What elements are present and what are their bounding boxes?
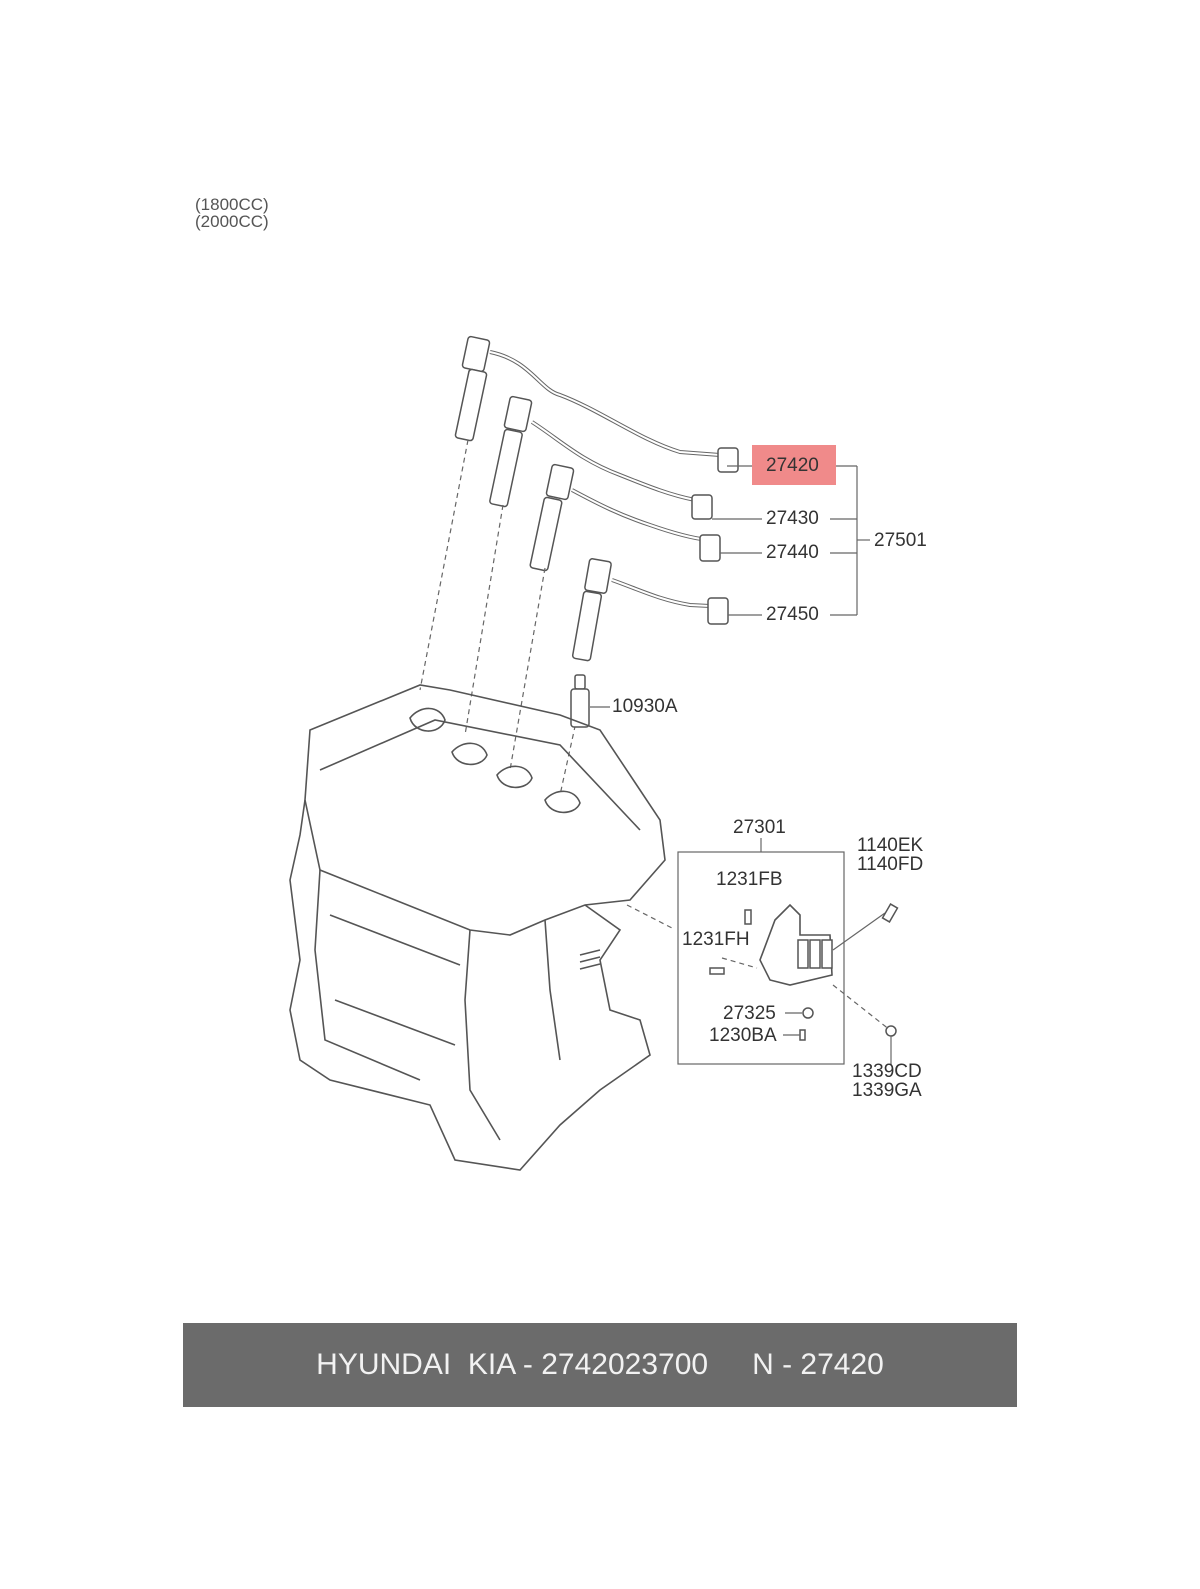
- coil-assembly: [626, 838, 899, 1065]
- banner-ref-number: N - 27420: [752, 1348, 884, 1381]
- callout-1231FH: 1231FH: [682, 929, 750, 950]
- callout-1339CD: 1339CD: [852, 1061, 922, 1082]
- spark-plug: [570, 674, 610, 728]
- bracket-27501: [712, 465, 870, 616]
- callout-27325: 27325: [723, 1003, 776, 1024]
- callout-1140EK: 1140EK: [857, 835, 924, 856]
- callout-27450: 27450: [766, 604, 819, 625]
- ignition-cable-1: [454, 335, 739, 473]
- callout-27440: 27440: [766, 542, 819, 563]
- callout-1140FD: 1140FD: [857, 854, 924, 875]
- engine-variant-2000: (2000CC): [195, 212, 269, 231]
- ignition-cable-2: [489, 395, 713, 520]
- engine-block: [289, 684, 666, 1171]
- callout-1339GA: 1339GA: [852, 1080, 922, 1101]
- engine-variant-list: (1800CC) (2000CC): [195, 196, 269, 230]
- ignition-cable-4: [571, 558, 729, 662]
- banner-brand-part: HYUNDAI KIA - 2742023700: [316, 1348, 709, 1381]
- ignition-cable-3: [529, 463, 721, 572]
- callout-27301: 27301: [733, 817, 786, 838]
- part-number-banner: HYUNDAI KIA - 2742023700 N - 27420: [183, 1323, 1017, 1407]
- callout-1231FB: 1231FB: [716, 869, 783, 890]
- callout-27501: 27501: [874, 530, 927, 551]
- callout-1230BA: 1230BA: [709, 1025, 777, 1046]
- callout-10930A: 10930A: [612, 696, 678, 717]
- engine-variant-1800: (1800CC): [195, 195, 269, 214]
- highlight-box-27420: [752, 445, 836, 485]
- callout-27420: 27420: [766, 455, 819, 476]
- callout-27430: 27430: [766, 508, 819, 529]
